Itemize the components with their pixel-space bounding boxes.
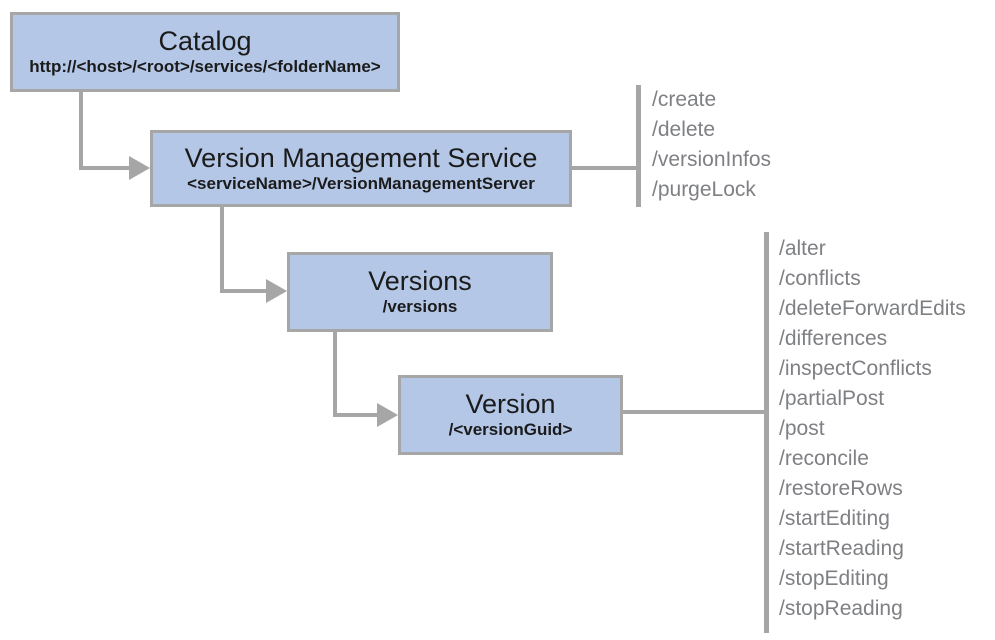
operation-item: /startReading bbox=[779, 537, 904, 560]
vms-ops-vertical-line bbox=[636, 85, 641, 207]
connector-versions-version-horizontal bbox=[333, 413, 378, 417]
operation-item: /purgeLock bbox=[652, 178, 756, 201]
operation-item: /restoreRows bbox=[779, 477, 903, 500]
operation-item: /partialPost bbox=[779, 387, 885, 410]
version-management-service-node: Version Management Service <serviceName>… bbox=[150, 130, 572, 207]
vms-path: <serviceName>/VersionManagementServer bbox=[187, 173, 535, 193]
operation-item: /post bbox=[779, 417, 825, 440]
arrowhead-versions-icon bbox=[266, 279, 287, 303]
version-title: Version bbox=[465, 389, 556, 420]
operation-item: /differences bbox=[779, 327, 888, 350]
operation-item: /startEditing bbox=[779, 507, 890, 530]
arrowhead-version-icon bbox=[377, 403, 398, 427]
arrowhead-vms-icon bbox=[129, 156, 150, 180]
operation-item: /delete bbox=[652, 118, 716, 141]
catalog-title: Catalog bbox=[158, 26, 252, 57]
vms-ops-branch-line bbox=[572, 166, 638, 170]
operation-item: /stopEditing bbox=[779, 567, 889, 590]
connector-catalog-vms-vertical bbox=[79, 92, 83, 170]
version-ops-branch-line bbox=[623, 410, 766, 414]
operation-item: /stopReading bbox=[779, 597, 903, 620]
connector-vms-versions-vertical bbox=[220, 207, 224, 293]
version-operations-list: /alter/conflicts/deleteForwardEdits/diff… bbox=[779, 234, 966, 624]
catalog-url: http://<host>/<root>/services/<folderNam… bbox=[29, 57, 381, 77]
connector-catalog-vms-horizontal bbox=[79, 166, 131, 170]
operation-item: /conflicts bbox=[779, 267, 861, 290]
vms-title: Version Management Service bbox=[184, 142, 538, 173]
operation-item: /create bbox=[652, 88, 717, 111]
version-ops-vertical-line bbox=[764, 232, 769, 633]
versions-path: /versions bbox=[382, 297, 458, 317]
operation-item: /versionInfos bbox=[652, 148, 772, 171]
catalog-node: Catalog http://<host>/<root>/services/<f… bbox=[10, 12, 400, 92]
version-node: Version /<versionGuid> bbox=[398, 375, 623, 455]
operation-item: /inspectConflicts bbox=[779, 357, 932, 380]
vms-operations-list: /create/delete/versionInfos/purgeLock bbox=[652, 85, 771, 205]
operation-item: /reconcile bbox=[779, 447, 869, 470]
versions-title: Versions bbox=[368, 266, 472, 297]
operation-item: /deleteForwardEdits bbox=[779, 297, 966, 320]
versions-node: Versions /versions bbox=[287, 252, 553, 332]
connector-vms-versions-horizontal bbox=[220, 289, 267, 293]
connector-versions-version-vertical bbox=[333, 332, 337, 417]
operation-item: /alter bbox=[779, 237, 826, 260]
version-path: /<versionGuid> bbox=[448, 420, 573, 440]
